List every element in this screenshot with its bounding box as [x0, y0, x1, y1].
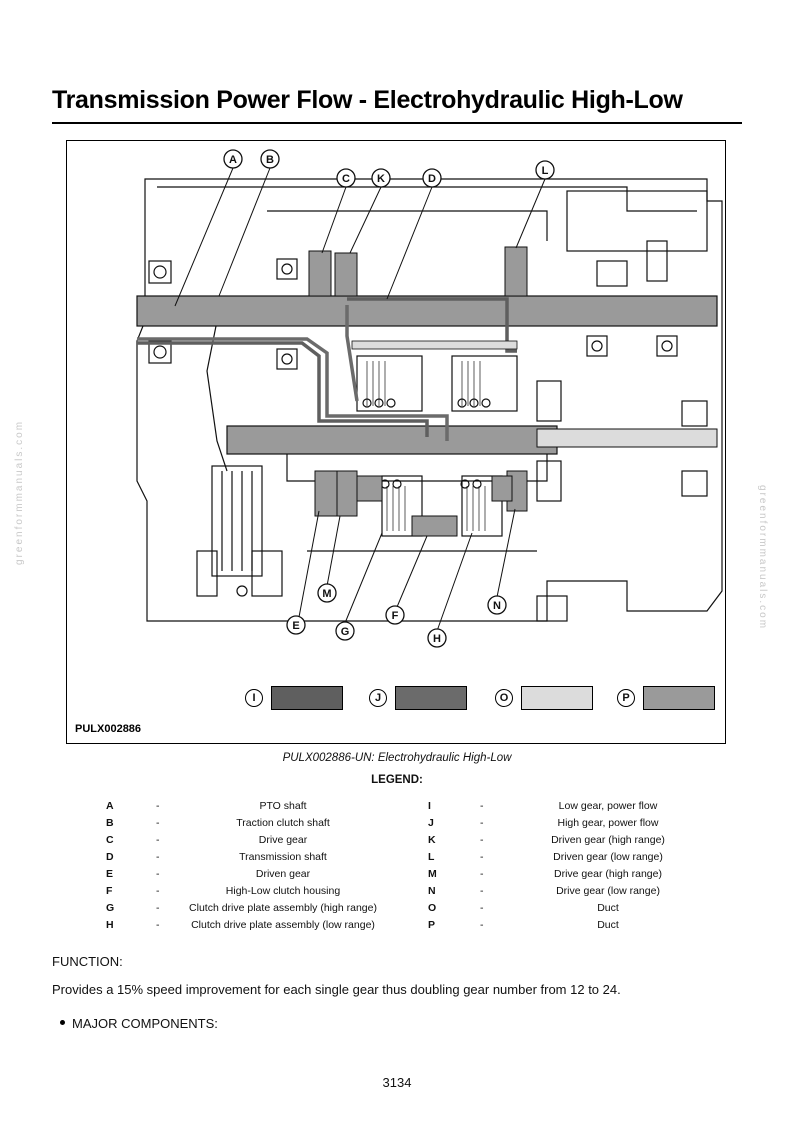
- callout-d: D: [428, 173, 436, 185]
- legend-description: Traction clutch shaft: [236, 817, 330, 829]
- title-rule: [52, 122, 742, 124]
- figure-code: PULX002886: [75, 723, 142, 735]
- legend-dash: -: [480, 834, 484, 846]
- swatch-letter: O: [495, 689, 513, 707]
- legend-dash: -: [156, 851, 160, 863]
- legend-dash: -: [156, 885, 160, 897]
- legend-description: Duct: [597, 919, 619, 931]
- legend-letter: F: [106, 885, 113, 897]
- swatch-color-box: [395, 686, 467, 710]
- legend-letter: B: [106, 817, 114, 829]
- legend-dash: -: [156, 834, 160, 846]
- legend-row: H - Clutch drive plate assembly (low range…: [98, 919, 698, 936]
- legend-letter: G: [106, 902, 115, 914]
- legend-row: C - Drive gear K - Driven gear (high range): [98, 834, 698, 851]
- legend-letter: L: [428, 851, 435, 863]
- callout-e: E: [292, 620, 299, 632]
- legend-letter: J: [428, 817, 434, 829]
- legend-description: Drive gear: [258, 834, 308, 846]
- legend-description: High-Low clutch housing: [225, 885, 341, 897]
- legend-letter: H: [106, 919, 114, 931]
- legend-dash: -: [156, 919, 160, 931]
- swatch-letter: P: [617, 689, 635, 707]
- legend-dash: -: [480, 868, 484, 880]
- bullet-icon: [60, 1020, 65, 1026]
- legend-description: Transmission shaft: [239, 851, 327, 863]
- legend-letter: O: [428, 902, 437, 914]
- legend-description: Duct: [597, 902, 619, 914]
- legend-letter: C: [106, 834, 114, 846]
- legend-description: Driven gear: [255, 868, 311, 880]
- legend-letter: N: [428, 885, 436, 897]
- cutaway-drawing: A B C K D L E M G F H N: [136, 149, 723, 648]
- legend-description: Drive gear (low range): [556, 885, 660, 897]
- legend-heading: LEGEND:: [371, 774, 423, 786]
- legend-dash: -: [156, 800, 160, 812]
- legend-description: Driven gear (low range): [553, 851, 663, 863]
- function-label: FUNCTION:: [52, 954, 123, 969]
- legend-letter: E: [106, 868, 114, 880]
- legend-row: E - Driven gear M - Drive gear (high range): [98, 868, 698, 885]
- watermark-right: greenformmanuals.com: [757, 485, 768, 631]
- watermark-left: greenformmanuals.com: [14, 419, 25, 565]
- transmission-diagram: A B C K D L E M G F H N I J O P PULX0028…: [66, 140, 726, 744]
- callout-g: G: [341, 626, 350, 638]
- legend-dash: -: [480, 800, 484, 812]
- legend-description: High gear, power flow: [557, 817, 659, 829]
- legend-letter: K: [428, 834, 436, 846]
- callout-n: N: [493, 600, 501, 612]
- legend-dash: -: [480, 902, 484, 914]
- callout-m: M: [322, 588, 331, 600]
- swatch-letter: I: [245, 689, 263, 707]
- legend-dash: -: [480, 851, 484, 863]
- major-components-label: MAJOR COMPONENTS:: [72, 1016, 218, 1031]
- legend-description: Low gear, power flow: [558, 800, 658, 812]
- page-title: Transmission Power Flow - Electrohydraul…: [52, 86, 683, 114]
- legend-description: Driven gear (high range): [551, 834, 665, 846]
- legend-dash: -: [156, 817, 160, 829]
- legend-description: PTO shaft: [259, 800, 307, 812]
- legend-letter: A: [106, 800, 114, 812]
- legend-dash: -: [480, 919, 484, 931]
- legend-row: B - Traction clutch shaft J - High gear, powe…: [98, 817, 698, 834]
- legend-description: Clutch drive plate assembly (low range): [191, 919, 375, 931]
- swatch-color-box: [521, 686, 593, 710]
- page-number: 3134: [382, 1075, 412, 1090]
- legend-row: G - Clutch drive plate assembly (high rang…: [98, 902, 698, 919]
- swatch-letter: J: [369, 689, 387, 707]
- legend-description: Clutch drive plate assembly (high range): [189, 902, 377, 914]
- legend-dash: -: [156, 902, 160, 914]
- legend-dash: -: [480, 885, 484, 897]
- legend-row: F - High-Low clutch housing N - Drive gear (l…: [98, 885, 698, 902]
- swatch-color-box: [271, 686, 343, 710]
- callout-a: A: [229, 154, 237, 166]
- legend-description: Drive gear (high range): [554, 868, 662, 880]
- legend-dash: -: [480, 817, 484, 829]
- callout-f: F: [392, 610, 399, 622]
- legend-letter: I: [428, 800, 431, 812]
- swatch-color-box: [643, 686, 715, 710]
- function-text: Provides a 15% speed improvement for eac…: [52, 982, 621, 997]
- legend-letter: M: [428, 868, 437, 880]
- callout-l: L: [542, 165, 549, 177]
- major-components-item: MAJOR COMPONENTS:: [60, 1016, 218, 1031]
- callout-c: C: [342, 173, 350, 185]
- figure-caption: PULX002886-UN: Electrohydraulic High-Low: [282, 752, 512, 764]
- callout-b: B: [266, 154, 274, 166]
- callout-h: H: [433, 633, 441, 645]
- legend-letter: D: [106, 851, 114, 863]
- callout-k: K: [377, 173, 385, 185]
- legend-row: D - Transmission shaft L - Driven gear (low r…: [98, 851, 698, 868]
- legend-dash: -: [156, 868, 160, 880]
- legend-letter: P: [428, 919, 436, 931]
- legend-row: A - PTO shaft I - Low gear, power flow: [98, 800, 698, 817]
